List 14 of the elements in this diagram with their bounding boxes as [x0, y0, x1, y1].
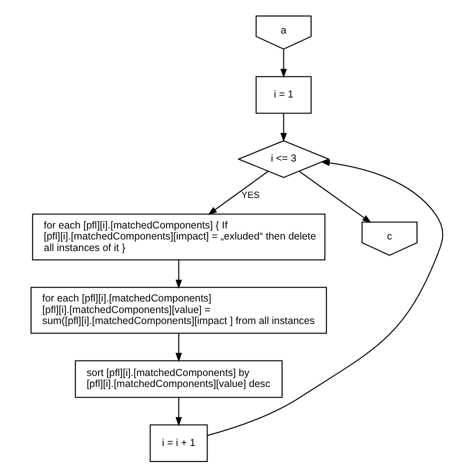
node-box: i = 1: [256, 76, 312, 114]
node-box: for each [pfl][i].[matchedComponents] { If [pfl][i].[matchedComponents][impact] = „exluded“ then delete all instances of it }: [32, 214, 326, 260]
arrow: [176, 334, 182, 362]
node-box: for each [pfl][i].[matchedComponents] [pfl][i].[matchedComponents][value] = sum([pfl][i].[matchedComponents][impact ] from all instances: [30, 286, 327, 334]
edge-label: YES: [241, 190, 260, 200]
arrow: [176, 398, 182, 426]
node-box: i = i + 1: [150, 424, 208, 462]
arrow: [298, 170, 372, 224]
node-box: sort [pfl][i].[matchedComponents] by [pfl][i].[matchedComponents][value] desc: [74, 360, 283, 398]
arrow: [280, 49, 287, 78]
arrow: [176, 260, 182, 289]
arrow: [207, 160, 444, 436]
arrow: [280, 114, 287, 142]
arrow: [208, 170, 268, 215]
